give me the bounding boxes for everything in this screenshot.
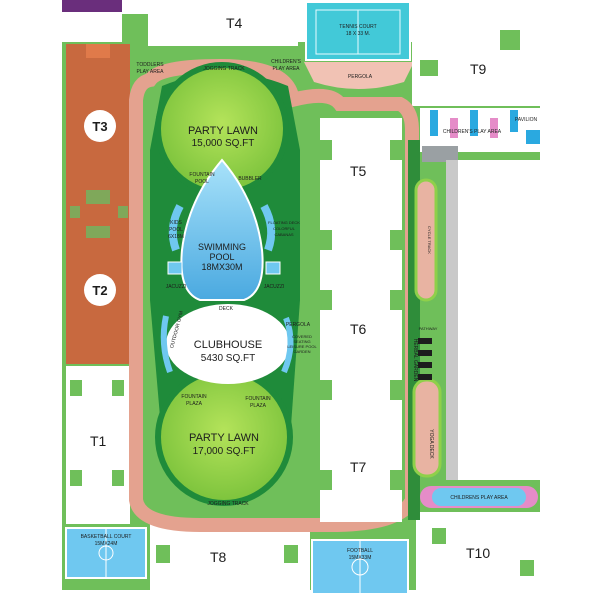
herbal-garden-label: HERBAL GARDEN [412,339,418,382]
jacuzzi-left [167,261,183,275]
covered-seating-line1: COVERED [292,334,312,339]
cycle-track-label: CYCLE TRACK [427,226,432,254]
floating-deck [260,204,276,252]
tower-t4-label: T4 [226,15,243,31]
tower-t2-badge [84,274,116,306]
fountain-plaza-right-line1: FOUNTAIN [245,396,271,402]
jacuzzi-left-label: JACUZZI [166,284,187,290]
swimming-pool-line2: POOL [209,252,234,262]
party-lawn-bottom-size: 17,000 SQ.FT [193,446,256,457]
tennis-court-size: 18 X 33 M. [346,31,370,37]
swimming-pool [180,158,264,301]
floating-deck-line2: COLORFUL [273,226,296,231]
tower-t8-label: T8 [210,549,227,565]
basketball-court-size: 15MX24M [95,541,118,547]
bubbler-label: BUBBLER [238,176,262,182]
toddlers-play-area-line1: TODDLERS [136,62,164,68]
childrens-play-area-bottom-label: CHILDRENS PLAY AREA [450,495,508,501]
tower-t10-label: T10 [466,545,490,561]
right-open-area [458,160,546,480]
party-lawn-top-title: PARTY LAWN [188,125,258,137]
tower-t1-block [66,366,130,524]
covered-seating [281,316,294,374]
tower-t6-label: T6 [350,321,367,337]
floating-deck-line3: CABANAS [274,232,293,237]
childrens-play-area-top-line2: PLAY AREA [272,66,300,72]
covered-seating-line4: GARDEN [293,349,310,354]
childrens-play-area-right [420,108,546,152]
cycle-track-loop [414,178,438,302]
childrens-play-area-bottom [420,486,538,508]
pathway-steps [418,338,432,380]
pavilion-label: PAVILION [515,117,538,123]
purple-block [62,0,122,12]
football-title: FOOTBALL [347,548,373,554]
football-size: 15MX33M [349,555,372,561]
jacuzzi-right-label: JACUZZI [264,284,285,290]
grey-walkway [446,160,458,480]
toddlers-play-area-line2: PLAY AREA [136,69,164,75]
childrens-play-area-right-label: CHILDREN'S PLAY AREA [443,129,502,135]
fountain-pool-line2: POOL [195,179,209,185]
party-lawn-bottom-title: PARTY LAWN [189,432,259,444]
tower-t10-block [416,512,546,598]
tower-t9-label: T9 [470,61,487,77]
tower-t3-badge [84,110,116,142]
covered-seating-line3: LEISURE POOL [287,344,317,349]
clubhouse [166,304,290,384]
clubhouse-title: CLUBHOUSE [194,339,262,351]
clubhouse-size: 5430 SQ.FT [201,353,255,364]
swimming-pool-line3: 18MX30M [201,262,242,272]
kids-pool-line1: KIDS [170,220,182,226]
pathway-label: PATHWAY [419,326,438,331]
pergola-top-area [304,62,414,89]
tennis-court-title: TENNIS COURT [339,24,376,30]
childrens-play-area-top-line1: CHILDREN'S [271,59,302,65]
kids-pool-line3: 6X18M [168,234,184,240]
jacuzzi-right [265,261,281,275]
yoga-deck-label: YOGA DECK [428,429,434,459]
pergola-right-label: PERGOLA [286,322,311,328]
deck-label: DECK [219,306,234,312]
jogging-track-bottom-label: JOGGING TRACK [207,501,249,507]
tower-t8-block [150,520,310,600]
tower-t3-label: T3 [92,119,107,134]
swimming-pool-line1: SWIMMING [198,242,246,252]
party-lawn-top-size: 15,000 SQ.FT [192,138,255,149]
fountain-plaza-left-line1: FOUNTAIN [181,394,207,400]
towers-t5-t6-t7 [320,118,402,522]
pergola-top-label: PERGOLA [348,74,373,80]
basketball-court [65,527,147,579]
football-field [311,539,409,595]
fountain-plaza-right-line2: PLAZA [250,403,267,409]
floating-deck-line1: FLOATING DECK [268,220,300,225]
outdoor-gym [160,315,173,374]
yoga-deck [412,378,442,478]
fountain-plaza-left-line2: PLAZA [186,401,203,407]
covered-seating-line2: SEATING [293,339,310,344]
tower-t5-label: T5 [350,163,367,179]
tower-labels: T4 T9 T5 T6 T7 T1 T8 T10 [90,15,490,565]
tower-t2-label: T2 [92,283,107,298]
tower-t3-t2-block [66,44,130,364]
tower-t4-block [148,0,298,46]
tennis-court [305,1,411,61]
jogging-track-top-label: JOGGING TRACK [203,66,245,72]
basketball-court-title: BASKETBALL COURT [81,534,132,540]
kids-pool [168,204,184,252]
fountain-pool-line1: FOUNTAIN [189,172,215,178]
tower-t7-label: T7 [350,459,367,475]
grey-path [422,146,458,162]
kids-pool-line2: POOL [169,227,183,233]
tower-t1-label: T1 [90,433,107,449]
